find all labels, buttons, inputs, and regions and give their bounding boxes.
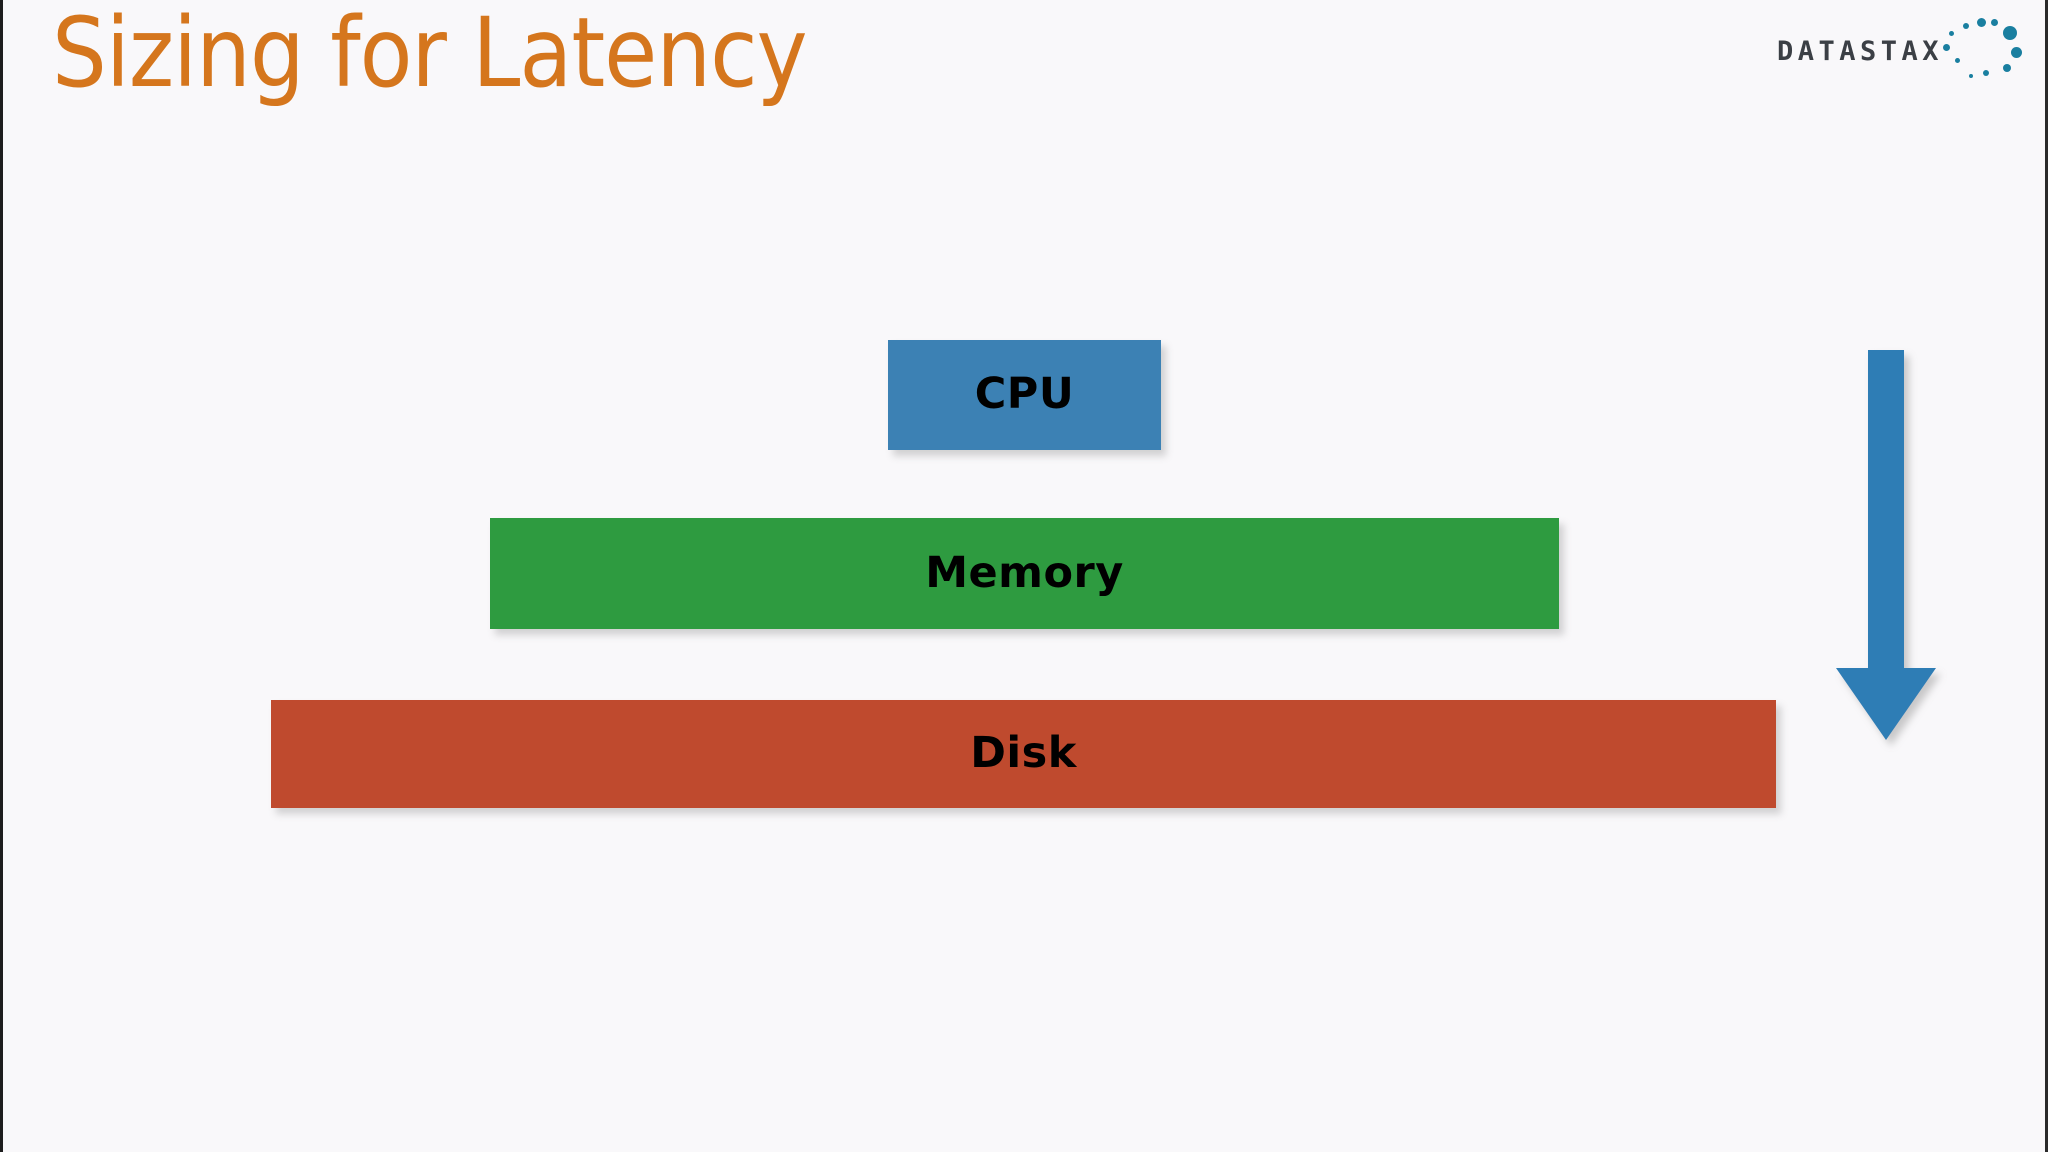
left-edge-border	[0, 0, 3, 1152]
datastax-wordmark: DATASTAX	[1777, 36, 1944, 67]
tier-box-memory: Memory	[490, 518, 1559, 629]
right-edge-border	[2045, 0, 2048, 1152]
datastax-dots-icon	[1925, 14, 2035, 86]
slide-title: Sizing for Latency	[52, 0, 808, 109]
tier-box-cpu: CPU	[888, 340, 1161, 450]
down-arrow-icon	[1826, 350, 1946, 750]
datastax-logo: DATASTAX	[1775, 14, 2035, 86]
tier-label-cpu: CPU	[974, 369, 1075, 419]
tier-label-memory: Memory	[925, 547, 1124, 598]
tier-box-disk: Disk	[271, 700, 1776, 808]
tier-label-disk: Disk	[970, 728, 1077, 778]
